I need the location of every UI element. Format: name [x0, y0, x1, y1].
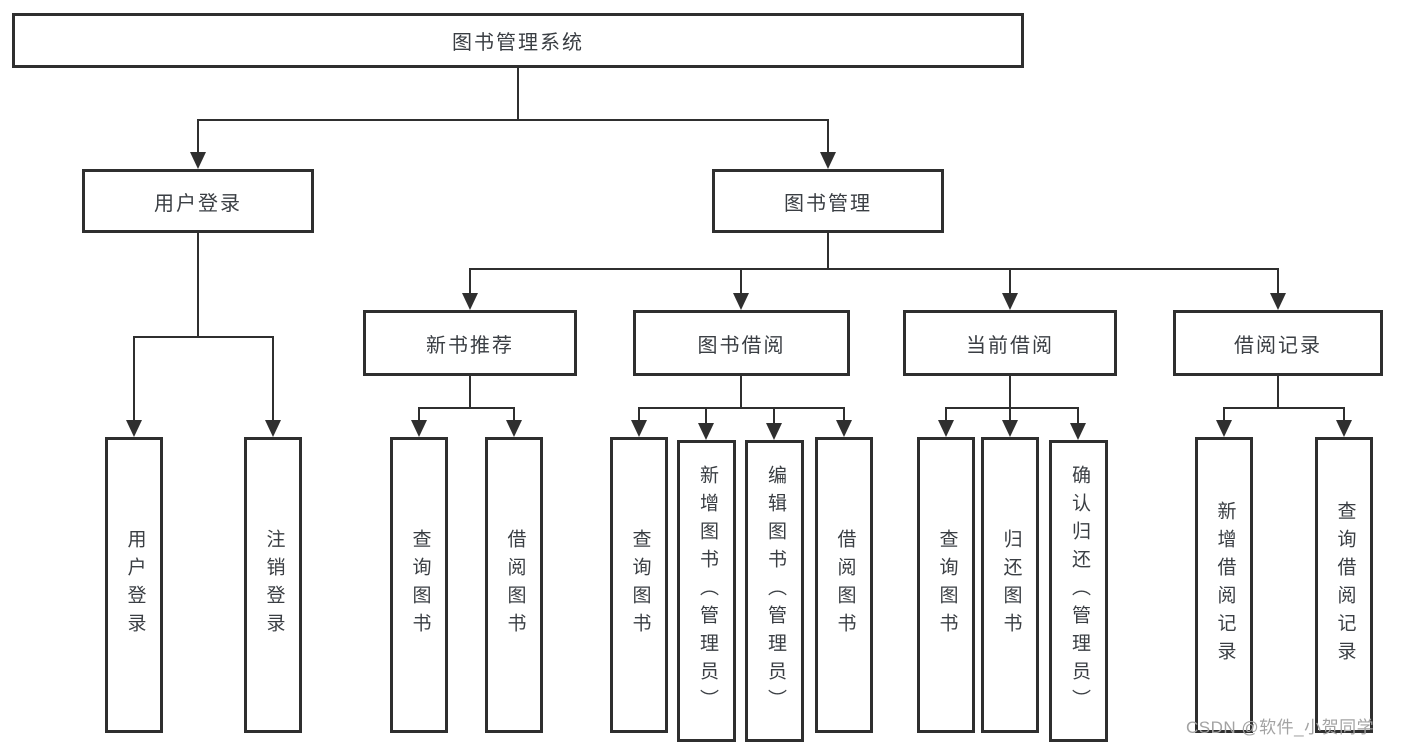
- connector-line: [827, 119, 829, 155]
- connector-line: [638, 407, 640, 423]
- connector-line: [513, 407, 515, 423]
- leaf-query-borrow-record-label: 查询借阅记录: [1334, 501, 1356, 669]
- node-library-system-label: 图书管理系统: [452, 32, 584, 54]
- connector-line: [945, 407, 947, 423]
- arrowhead-down: [1216, 420, 1232, 437]
- leaf-recommend-borrow-book-label: 借阅图书: [504, 529, 526, 641]
- node-current-borrow-label: 当前借阅: [966, 334, 1054, 357]
- node-current-borrow: 当前借阅: [903, 310, 1117, 376]
- leaf-add-book-admin: 新增图书（管理员）: [677, 440, 736, 742]
- connector-line: [469, 268, 471, 295]
- leaf-user-login: 用户登录: [105, 437, 163, 733]
- leaf-recommend-query-book: 查询图书: [390, 437, 448, 733]
- connector-line: [418, 407, 420, 423]
- arrowhead-down: [766, 423, 782, 440]
- connector-line: [1223, 407, 1225, 423]
- leaf-current-query-book: 查询图书: [917, 437, 975, 733]
- leaf-query-borrow-record: 查询借阅记录: [1315, 437, 1373, 733]
- leaf-recommend-query-book-label: 查询图书: [409, 529, 431, 641]
- connector-line: [133, 336, 135, 422]
- arrowhead-down: [733, 293, 749, 310]
- connector-line: [638, 407, 845, 409]
- connector-line: [1277, 376, 1279, 409]
- leaf-current-query-book-label: 查询图书: [936, 529, 958, 641]
- node-new-book-recommend: 新书推荐: [363, 310, 577, 376]
- connector-line: [1277, 268, 1279, 295]
- arrowhead-down: [1070, 423, 1086, 440]
- leaf-add-borrow-record-label: 新增借阅记录: [1214, 501, 1236, 669]
- node-user-login-label: 用户登录: [154, 192, 242, 215]
- leaf-return-book: 归还图书: [981, 437, 1039, 733]
- arrowhead-down: [411, 420, 427, 437]
- node-new-book-recommend-label: 新书推荐: [426, 334, 514, 357]
- connector-line: [1009, 376, 1011, 409]
- leaf-confirm-return-admin: 确认归还（管理员）: [1049, 440, 1108, 742]
- arrowhead-down: [506, 420, 522, 437]
- leaf-logout: 注销登录: [244, 437, 302, 733]
- connector-line: [197, 119, 829, 121]
- leaf-borrow-borrow-book-label: 借阅图书: [834, 529, 856, 641]
- connector-line: [197, 233, 199, 337]
- leaf-recommend-borrow-book: 借阅图书: [485, 437, 543, 733]
- connector-line: [843, 407, 845, 423]
- arrowhead-down: [1336, 420, 1352, 437]
- leaf-add-borrow-record: 新增借阅记录: [1195, 437, 1253, 733]
- arrowhead-down: [1270, 293, 1286, 310]
- connector-line: [945, 407, 1079, 409]
- arrowhead-down: [462, 293, 478, 310]
- connector-line: [469, 268, 1279, 270]
- arrowhead-down: [938, 420, 954, 437]
- arrowhead-down: [820, 152, 836, 169]
- leaf-edit-book-admin-label: 编辑图书（管理员）: [764, 465, 786, 717]
- arrowhead-down: [265, 420, 281, 437]
- connector-line: [197, 119, 199, 155]
- arrowhead-down: [698, 423, 714, 440]
- connector-line: [1077, 407, 1079, 426]
- connector-line: [740, 376, 742, 409]
- node-borrow-records-label: 借阅记录: [1234, 334, 1322, 357]
- connector-line: [1343, 407, 1345, 423]
- leaf-edit-book-admin: 编辑图书（管理员）: [745, 440, 804, 742]
- connector-line: [740, 268, 742, 295]
- leaf-add-book-admin-label: 新增图书（管理员）: [696, 465, 718, 717]
- node-book-borrow: 图书借阅: [633, 310, 850, 376]
- leaf-borrow-borrow-book: 借阅图书: [815, 437, 873, 733]
- leaf-borrow-query-book-label: 查询图书: [629, 529, 651, 641]
- arrowhead-down: [631, 420, 647, 437]
- arrowhead-down: [190, 152, 206, 169]
- node-library-system: 图书管理系统: [12, 13, 1024, 68]
- leaf-user-login-label: 用户登录: [124, 529, 146, 641]
- arrowhead-down: [1002, 420, 1018, 437]
- connector-line: [469, 376, 471, 409]
- node-book-management-label: 图书管理: [784, 192, 872, 215]
- connector-line: [272, 336, 274, 422]
- leaf-confirm-return-admin-label: 确认归还（管理员）: [1068, 465, 1090, 717]
- connector-line: [1009, 407, 1011, 423]
- arrowhead-down: [126, 420, 142, 437]
- leaf-return-book-label: 归还图书: [1000, 529, 1022, 641]
- connector-line: [773, 407, 775, 426]
- connector-line: [827, 233, 829, 270]
- node-borrow-records: 借阅记录: [1173, 310, 1383, 376]
- leaf-borrow-query-book: 查询图书: [610, 437, 668, 733]
- watermark-text: CSDN @软件_小贺同学: [1186, 718, 1375, 737]
- connector-line: [1009, 268, 1011, 295]
- connector-line: [418, 407, 515, 409]
- node-book-borrow-label: 图书借阅: [697, 334, 786, 357]
- connector-line: [133, 336, 274, 338]
- arrowhead-down: [1002, 293, 1018, 310]
- node-book-management: 图书管理: [712, 169, 944, 233]
- leaf-logout-label: 注销登录: [263, 529, 285, 641]
- connector-line: [517, 68, 519, 121]
- connector-line: [1223, 407, 1345, 409]
- arrowhead-down: [836, 420, 852, 437]
- connector-line: [705, 407, 707, 426]
- node-user-login: 用户登录: [82, 169, 314, 233]
